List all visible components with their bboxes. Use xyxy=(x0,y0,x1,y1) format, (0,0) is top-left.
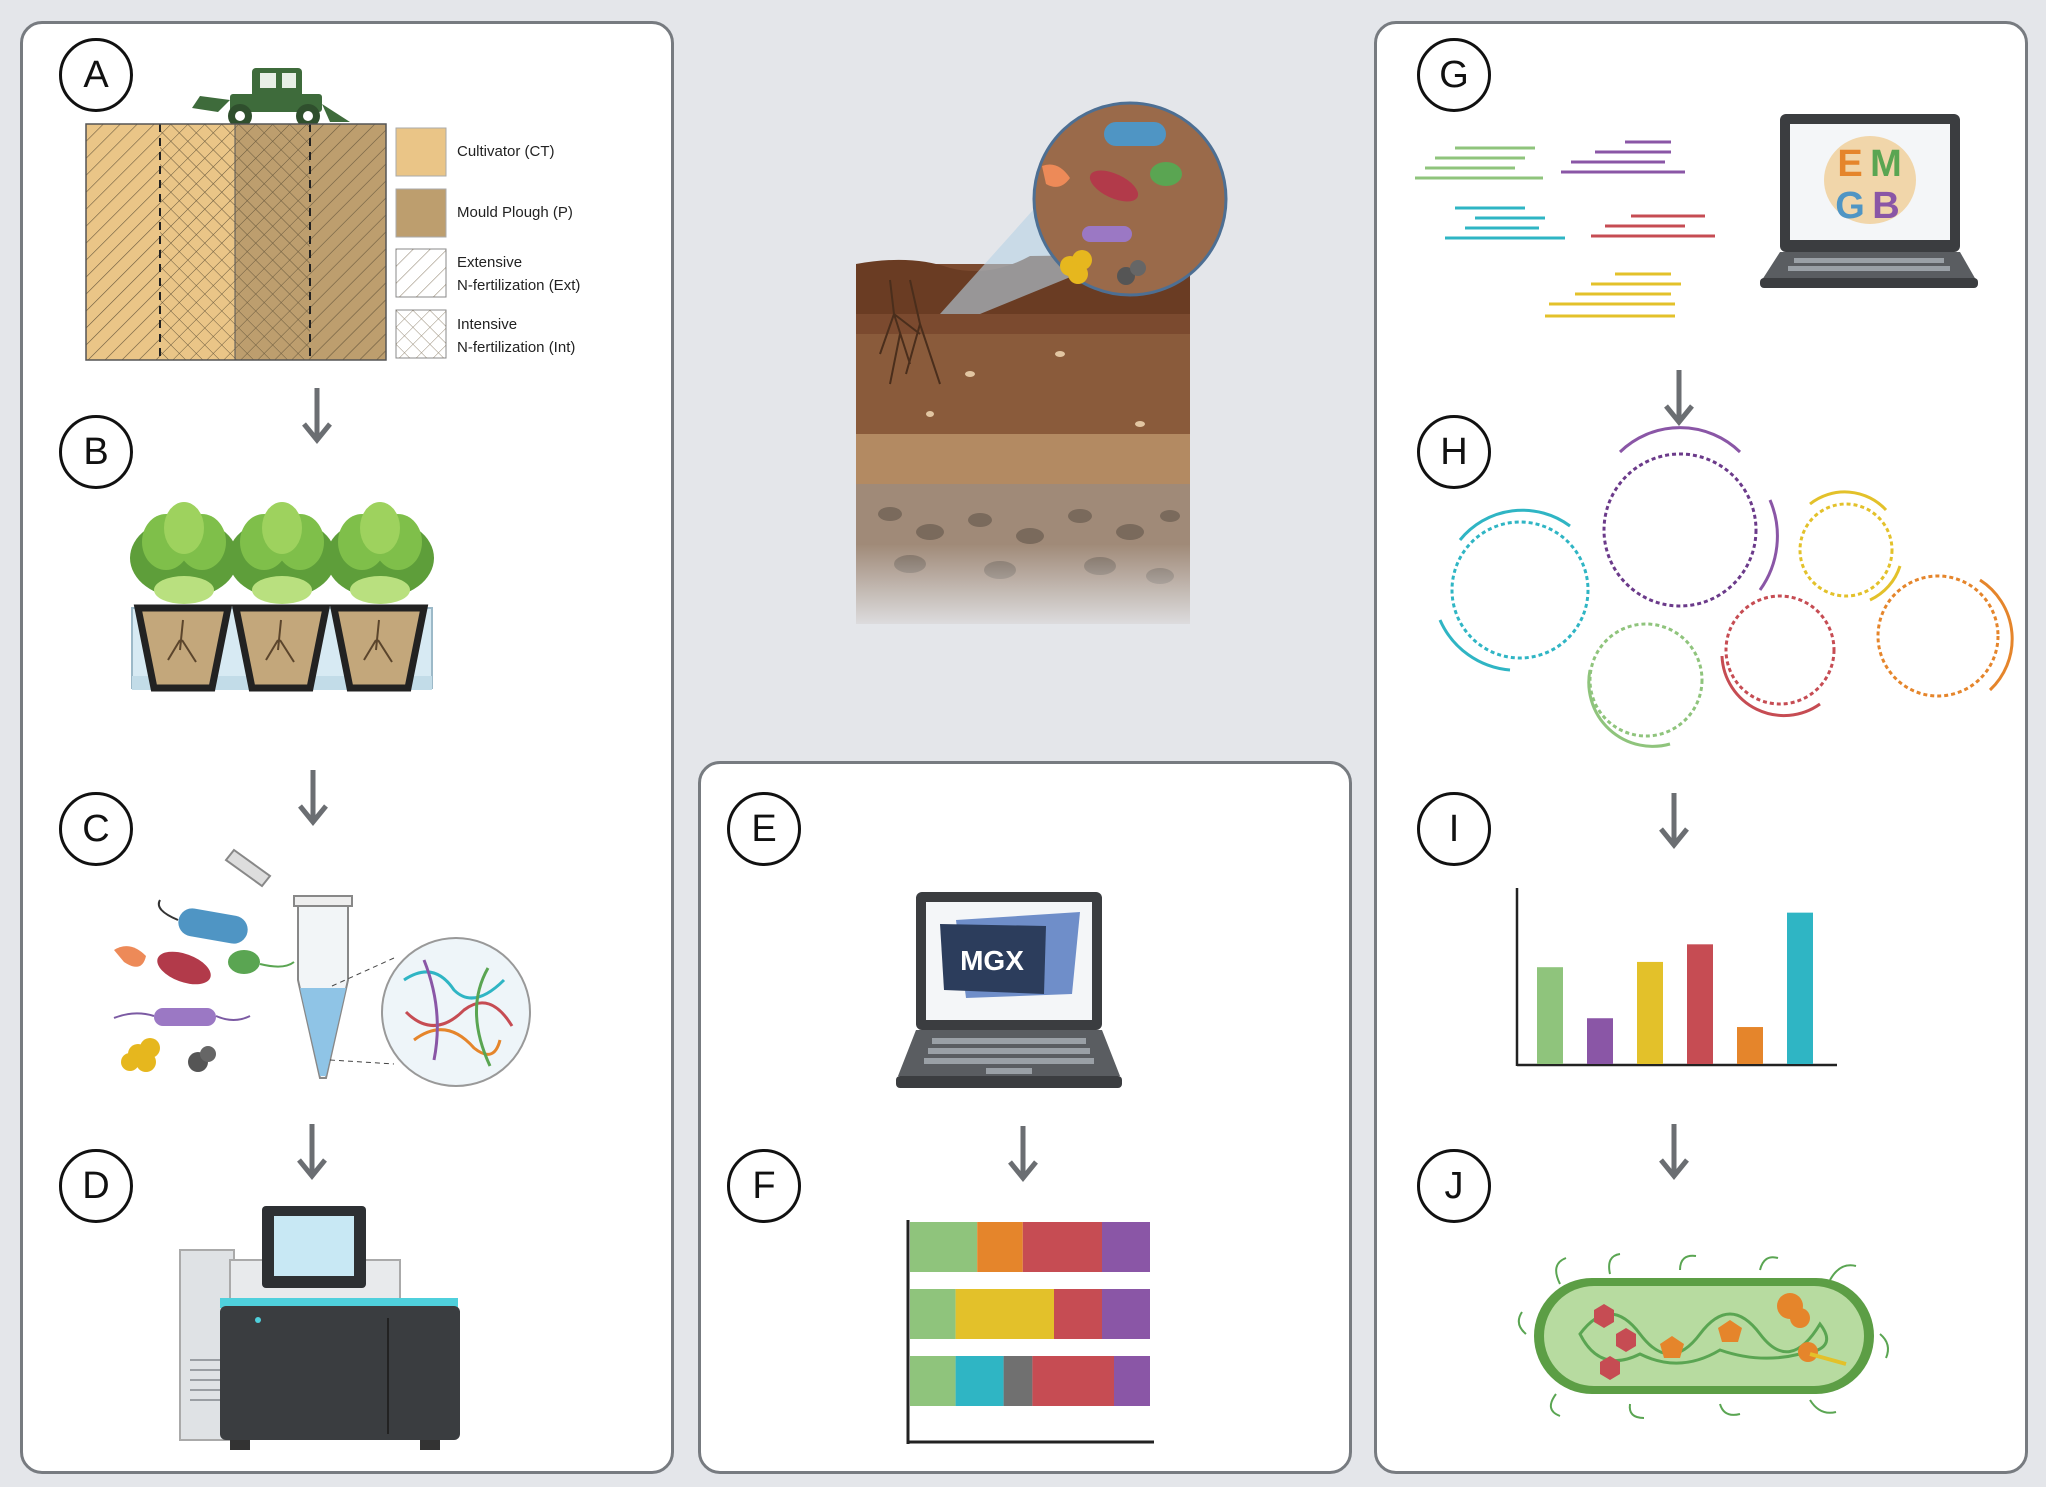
panel-label-c: C xyxy=(59,792,133,866)
arrow-b-to-c-icon xyxy=(298,770,328,826)
stack-segment-2-3 xyxy=(1032,1356,1114,1406)
emgb-letter-b: B xyxy=(1872,185,1899,227)
stack-segment-1-3 xyxy=(1102,1289,1150,1339)
legend-swatch-ext xyxy=(395,248,447,298)
plant-icon xyxy=(130,502,238,692)
legend-label-ext: Extensive N-fertilization (Ext) xyxy=(457,251,580,297)
dna-strands-icon xyxy=(381,937,531,1087)
mgx-logo-text: MGX xyxy=(960,945,1024,976)
plants-in-tray-illustration xyxy=(130,480,440,692)
laptop-mgx-illustration: MGX xyxy=(896,892,1122,1088)
arrow-i-to-j-icon xyxy=(1659,1124,1689,1180)
legend-label-int-line1: Intensive xyxy=(457,316,518,333)
bacterium-cell-illustration xyxy=(1517,1253,1889,1419)
sample-tube-icon xyxy=(224,848,353,1079)
stack-segment-0-0 xyxy=(910,1222,978,1272)
stack-segment-1-1 xyxy=(955,1289,1054,1339)
stack-segment-1-2 xyxy=(1054,1289,1102,1339)
middle-panel xyxy=(698,761,1352,1474)
sequence-reads-illustration xyxy=(1415,140,1715,318)
legend-label-ext-line2: N-fertilization (Ext) xyxy=(457,277,581,294)
panel-label-h: H xyxy=(1417,415,1491,489)
taxonomy-stacked-bar-chart xyxy=(906,1220,1154,1444)
legend-label-int: Intensive N-fertilization (Int) xyxy=(457,313,575,359)
panel-label-d: D xyxy=(59,1149,133,1223)
arrow-a-to-b-icon xyxy=(302,388,332,444)
bar-2 xyxy=(1587,1018,1613,1064)
panel-label-g: G xyxy=(1417,38,1491,112)
legend-label-p: Mould Plough (P) xyxy=(457,204,573,221)
panel-label-a: A xyxy=(59,38,133,112)
arrow-e-to-f-icon xyxy=(1008,1126,1038,1182)
bar-3 xyxy=(1637,961,1663,1064)
bar-5 xyxy=(1737,1027,1763,1064)
arrow-c-to-d-icon xyxy=(297,1124,327,1180)
panel-label-i: I xyxy=(1417,792,1491,866)
stack-segment-0-2 xyxy=(1022,1222,1102,1272)
bar-1 xyxy=(1537,967,1563,1064)
legend-label-ct: Cultivator (CT) xyxy=(457,143,555,160)
field-plot-diagram xyxy=(85,123,387,361)
bar-6 xyxy=(1787,912,1813,1064)
stack-segment-1-0 xyxy=(910,1289,956,1339)
stack-segment-2-4 xyxy=(1114,1356,1150,1406)
emgb-letter-e: E xyxy=(1837,143,1862,185)
emgb-letter-m: M xyxy=(1870,143,1902,185)
legend-swatch-p xyxy=(395,188,447,238)
bacteria-icon xyxy=(113,899,295,1072)
stack-segment-2-0 xyxy=(910,1356,956,1406)
sequencer-machine-illustration xyxy=(179,1206,460,1450)
stack-segment-0-3 xyxy=(1102,1222,1150,1272)
legend-swatch-ct xyxy=(395,127,447,177)
laptop-emgb-illustration: E M G B xyxy=(1760,114,1978,288)
stack-segment-2-2 xyxy=(1003,1356,1033,1406)
emgb-letter-g: G xyxy=(1835,185,1865,227)
tractor-icon xyxy=(192,68,350,128)
stack-segment-0-1 xyxy=(977,1222,1023,1272)
dna-extraction-illustration xyxy=(113,848,531,1087)
stack-segment-2-1 xyxy=(955,1356,1004,1406)
panel-label-b: B xyxy=(59,415,133,489)
assembled-genomes-illustration xyxy=(1438,426,2014,748)
bar-4 xyxy=(1687,944,1713,1064)
legend-label-int-line2: N-fertilization (Int) xyxy=(457,339,576,356)
panel-label-j: J xyxy=(1417,1149,1491,1223)
abundance-bar-chart xyxy=(1515,888,1837,1067)
panel-label-e: E xyxy=(727,792,801,866)
soil-profile-illustration xyxy=(850,101,1230,634)
legend-swatch-int xyxy=(395,309,447,359)
panel-label-f: F xyxy=(727,1149,801,1223)
arrow-h-to-i-icon xyxy=(1659,793,1689,849)
legend-label-ext-line1: Extensive xyxy=(457,254,523,271)
arrow-g-to-h-icon xyxy=(1664,370,1694,426)
